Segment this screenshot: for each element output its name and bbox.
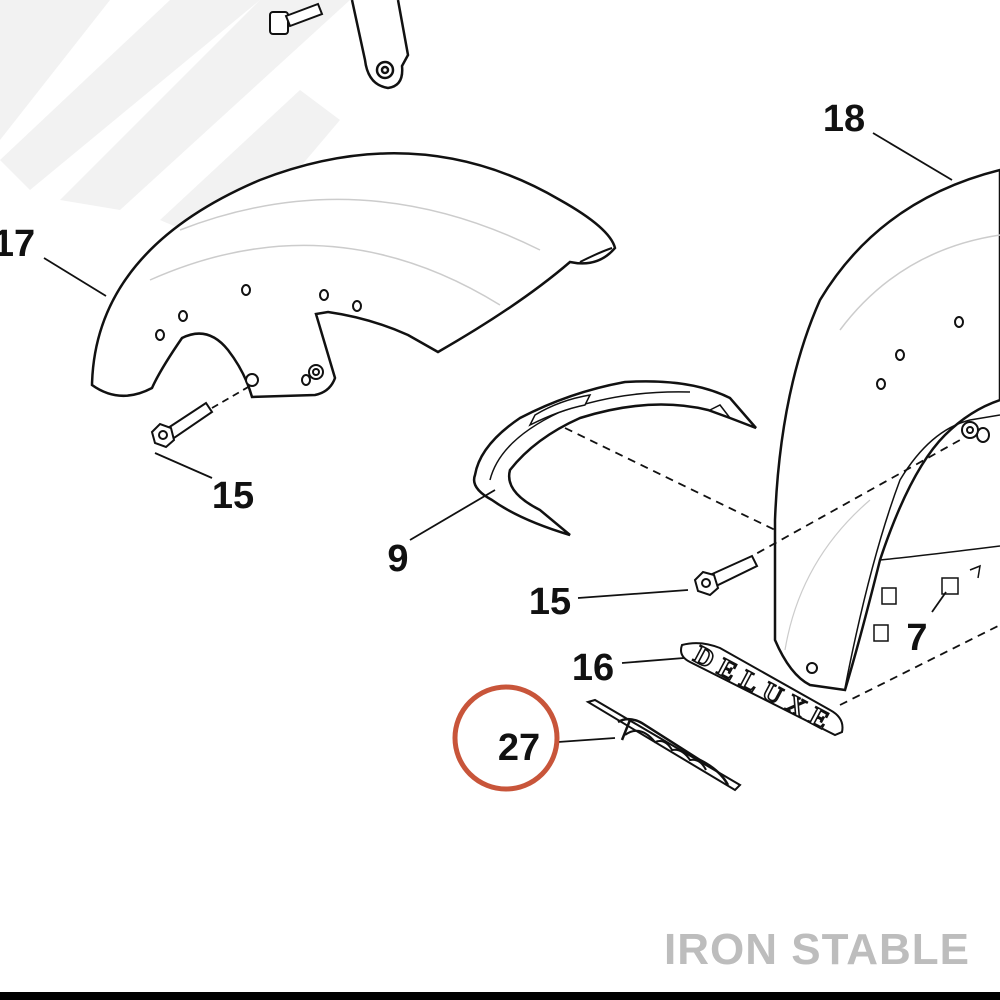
bolt-right [693,554,759,597]
rear-fender [773,168,1000,692]
top-bolt [269,2,324,35]
brand-watermark: IRON STABLE [664,925,970,974]
leader-lines [43,132,953,743]
trim-attach-path [564,427,776,531]
bottom-border [0,992,1000,1000]
emblem-attach-path [839,624,1000,706]
fender-trim [472,380,757,537]
front-fender [90,152,617,399]
callout-7: 7 [906,617,927,659]
bolt-left [150,401,214,449]
callout-17: 17 [0,223,35,265]
rear-fender-holes [806,316,990,674]
callout-15-left: 15 [212,475,254,517]
script-emblem [585,698,742,792]
callout-15-right: 15 [529,581,571,623]
callout-16: 16 [572,647,614,689]
fender-mount-holes [155,284,362,387]
highlight-circle [452,684,560,792]
callout-18: 18 [823,98,865,140]
fender-bolt-path-front [211,385,251,409]
rear-fender-clips [873,564,981,642]
callout-27: 27 [498,727,540,769]
top-bracket [350,0,410,90]
callout-9: 9 [387,538,408,580]
